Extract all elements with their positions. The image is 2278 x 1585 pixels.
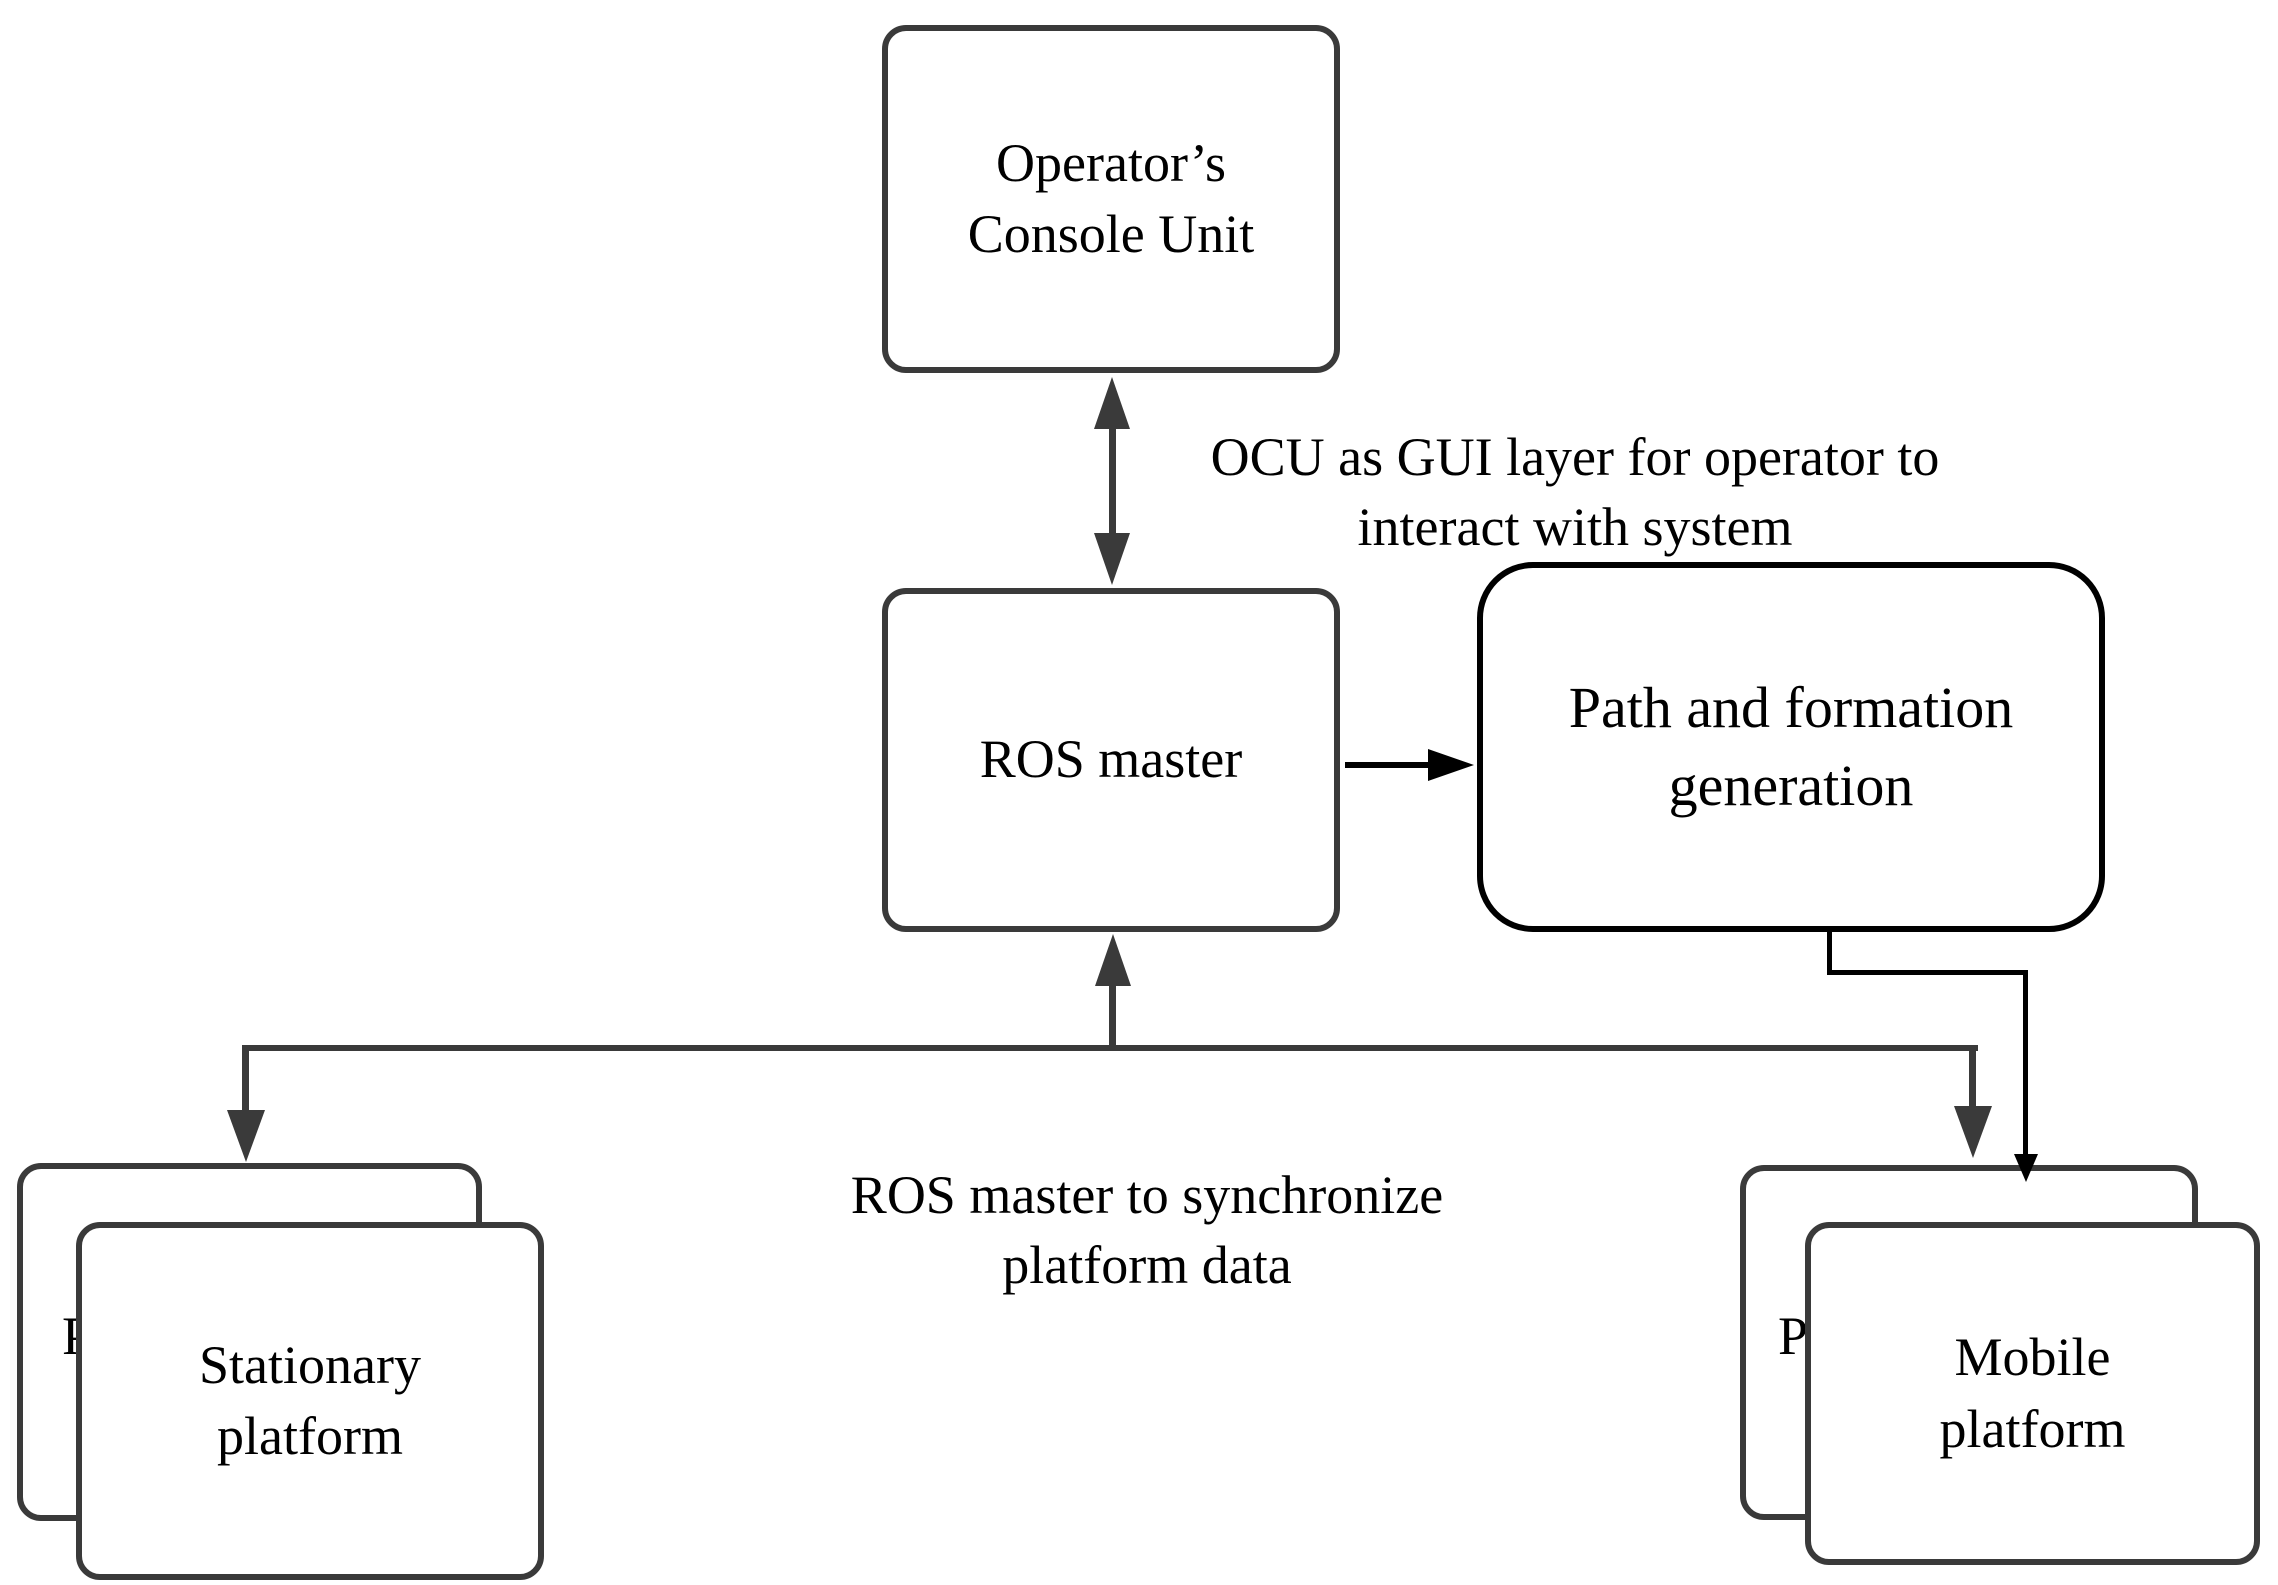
node-label: ROS master (979, 729, 1243, 790)
node-path-formation-generation: Path and formation generation (1477, 562, 2105, 932)
node-ros-master: ROS master (882, 588, 1340, 932)
path-mobile-connector-v1 (1827, 930, 1832, 975)
node-stationary-platform: Stationary platform (76, 1222, 544, 1580)
annotation-line: OCU as GUI layer for operator to (1210, 427, 1940, 487)
node-label: Path and formation generation (1569, 669, 2014, 826)
path-mobile-connector-v2 (2023, 970, 2028, 1158)
label-line: platform (1939, 1398, 2126, 1459)
trunk-left-drop-shaft (242, 1045, 249, 1113)
arrow-up-head (1094, 377, 1130, 429)
label-line: Console Unit (967, 204, 1255, 264)
annotation-line: ROS master to synchronize (850, 1165, 1444, 1225)
ocu-annotation: OCU as GUI layer for operator to interac… (1125, 422, 2025, 562)
annotation-line: interact with system (1357, 497, 1793, 558)
label-line: platform (217, 1406, 403, 1466)
trunk-right-drop-shaft (1969, 1045, 1976, 1109)
annotation-line: platform data (1002, 1235, 1292, 1296)
arrow-up-head (1095, 934, 1131, 986)
platform-sync-trunk-line (242, 1045, 1978, 1051)
hidden-label-fragment: P (1778, 1306, 1809, 1366)
node-operator-console-unit: Operator’s Console Unit (882, 25, 1340, 373)
arrow-down-head (1954, 1106, 1992, 1158)
node-label: Mobile platform (1940, 1322, 2126, 1465)
node-label: Operator’s Console Unit (968, 128, 1255, 271)
label-line: Operator’s (996, 132, 1226, 193)
trunk-to-ros-shaft (1109, 984, 1116, 1048)
arrow-down-head (2014, 1154, 2038, 1182)
arrow-down-head (1094, 533, 1130, 585)
node-label: Stationary platform (199, 1330, 421, 1473)
ocu-ros-arrow-shaft (1109, 420, 1116, 540)
node-mobile-platform: Mobile platform (1805, 1222, 2260, 1565)
arrow-down-head (227, 1110, 265, 1162)
path-mobile-connector-h (1827, 970, 2028, 975)
ros-path-arrow-shaft (1345, 762, 1435, 768)
label-line: Stationary (199, 1334, 421, 1395)
sync-annotation: ROS master to synchronize platform data (697, 1160, 1597, 1300)
label-line: generation (1668, 753, 1914, 818)
label-line: Mobile (1954, 1327, 2111, 1388)
label-line: Path and formation (1568, 674, 2014, 740)
arrow-right-head (1428, 749, 1474, 781)
